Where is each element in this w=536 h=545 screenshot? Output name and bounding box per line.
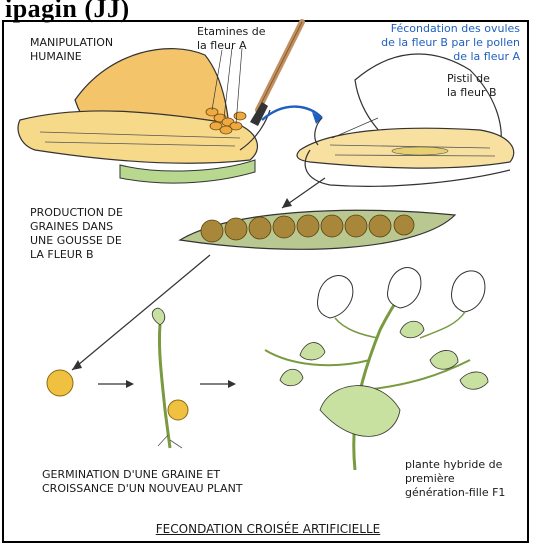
- single-seed: [47, 370, 73, 396]
- label-pistil: Pistil de la fleur B: [447, 72, 497, 100]
- label-fecondation: Fécondation des ovules de la fleur B par…: [330, 22, 520, 64]
- figure-caption: FECONDATION CROISÉE ARTIFICIELLE: [0, 522, 536, 536]
- hybrid-plant: [265, 268, 488, 470]
- label-production: PRODUCTION DE GRAINES DANS UNE GOUSSE DE…: [30, 206, 123, 262]
- label-germination: GERMINATION D'UNE GRAINE ET CROISSANCE D…: [42, 468, 243, 496]
- pea-pod: [180, 210, 455, 249]
- label-manipulation: MANIPULATION HUMAINE: [30, 36, 113, 64]
- seedling: [152, 308, 188, 448]
- flower-a: [18, 48, 270, 183]
- label-etamines: Etamines de la fleur A: [197, 25, 266, 53]
- label-hybride: plante hybride de première génération-fi…: [405, 458, 505, 500]
